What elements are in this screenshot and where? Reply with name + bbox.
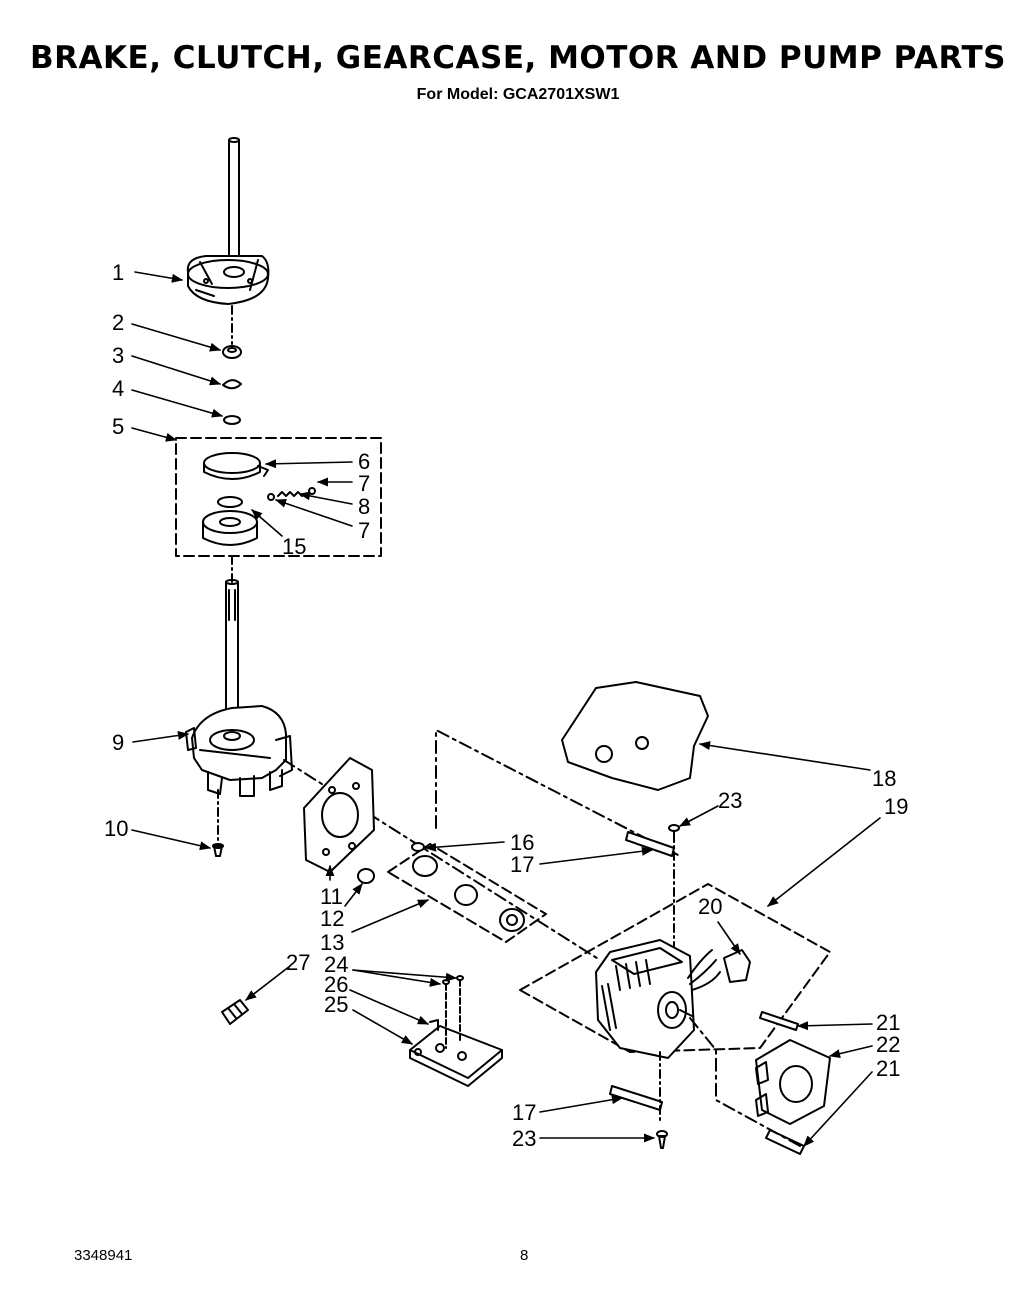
clamp-part-21-upper	[759, 1011, 799, 1031]
callout-24: 24	[324, 952, 348, 977]
callout-23: 23	[718, 788, 742, 813]
callout-21b: 21	[876, 1056, 900, 1081]
leader-lines	[131, 271, 881, 1147]
callout-5: 5	[112, 414, 124, 439]
callout-19: 19	[884, 794, 908, 819]
clutch-assembly-box-part-5	[175, 437, 382, 557]
callout-4: 4	[112, 376, 124, 401]
callout-13: 13	[320, 930, 344, 955]
screw-part-23-lower	[656, 1130, 668, 1149]
coupling-box-part-13	[387, 843, 547, 943]
callout-23b: 23	[512, 1126, 536, 1151]
spring-clip-part-3	[222, 379, 242, 390]
page-number: 8	[520, 1247, 529, 1264]
callout-3: 3	[112, 343, 124, 368]
document-number: 3348941	[74, 1247, 133, 1264]
model-subtitle: For Model: GCA2701XSW1	[416, 86, 620, 103]
callout-11: 11	[320, 884, 343, 909]
callout-17: 17	[510, 852, 534, 877]
clip-part-26	[429, 1019, 439, 1031]
callout-7a: 7	[358, 471, 370, 496]
pump-part-22	[755, 1039, 831, 1125]
switch-part-20	[723, 949, 751, 983]
screw-part-10	[212, 843, 224, 857]
motor-body	[595, 939, 721, 1059]
routing-line	[435, 729, 681, 857]
pump-axis-line	[689, 1017, 801, 1147]
callout-12: 12	[320, 906, 344, 931]
callout-18: 18	[872, 766, 896, 791]
callout-8: 8	[358, 494, 370, 519]
page-title: BRAKE, CLUTCH, GEARCASE, MOTOR AND PUMP …	[30, 40, 1006, 76]
shield-part-18	[561, 681, 709, 791]
gearcase-part-9	[185, 705, 293, 797]
callout-6: 6	[358, 449, 370, 474]
callout-22: 22	[876, 1032, 900, 1057]
callout-7b: 7	[358, 518, 370, 543]
callout-9: 9	[112, 730, 124, 755]
callout-16: 16	[510, 830, 534, 855]
cap-part-12	[357, 868, 375, 884]
washer-part-4	[223, 415, 241, 425]
coupling-parts-16	[411, 842, 525, 932]
callout-26: 26	[324, 972, 348, 997]
coupler-part-27	[221, 999, 249, 1025]
clutch-pulley-part-15	[202, 496, 258, 546]
callout-21a: 21	[876, 1010, 900, 1035]
callout-1: 1	[112, 260, 124, 285]
callout-2: 2	[112, 310, 124, 335]
screw-part-23-upper	[668, 824, 680, 843]
clamp-part-21-lower	[765, 1129, 805, 1155]
strap-part-17-upper	[625, 831, 675, 857]
bracket-part-25	[409, 1025, 503, 1087]
callout-25: 25	[324, 992, 348, 1017]
brake-band-part-6	[203, 452, 269, 480]
callout-labels: 1 2 3 4 5 6 7 8 7 15 9 10 16 17 11 12 13…	[104, 260, 908, 1151]
upper-spin-shaft	[228, 137, 240, 273]
mounting-plate-part-11	[303, 757, 375, 873]
motor-assembly-box-part-19	[519, 883, 831, 1053]
callout-20: 20	[698, 894, 722, 919]
callout-15: 15	[282, 534, 306, 559]
spring-parts-7-8	[267, 487, 316, 501]
callout-10: 10	[104, 816, 128, 841]
bearing-part-2	[222, 345, 242, 359]
callout-17b: 17	[512, 1100, 536, 1125]
callout-27: 27	[286, 950, 310, 975]
brake-assembly-part-1	[186, 255, 270, 305]
